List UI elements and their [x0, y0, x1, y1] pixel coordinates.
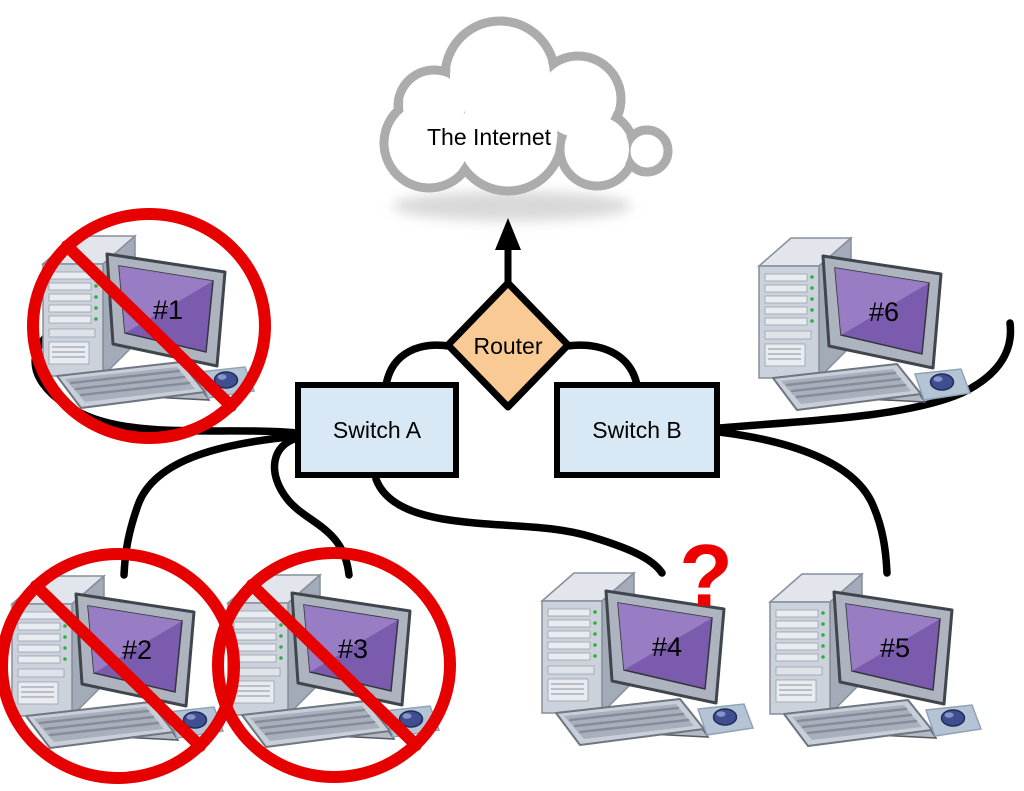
switch-b-label: Switch B: [592, 417, 681, 443]
switch-a-node: Switch A: [295, 382, 459, 478]
cable-switch-b-pc6: [715, 319, 1015, 432]
computer-1-label: #1: [153, 295, 183, 325]
blocked-marker-pc3: [212, 547, 456, 783]
computer-6-label: #6: [869, 297, 899, 327]
computer-4-label: #4: [652, 632, 682, 662]
switch-b-box: [554, 382, 720, 478]
computer-6: #6: [757, 236, 972, 412]
arrow-to-internet-icon: [495, 218, 521, 282]
cloud-shadow: [392, 191, 632, 221]
cloud-fill: [389, 26, 663, 186]
computer-3: #3: [226, 573, 441, 749]
switch-a-box: [295, 382, 459, 478]
computer-5: #5: [768, 572, 983, 748]
cable-switch-a-dangling-pc4: [372, 475, 666, 577]
blocked-marker-pc2: [0, 548, 240, 784]
computer-4: #4: [540, 571, 755, 747]
router-diamond: [444, 279, 572, 411]
cable-switch-b-pc5: [715, 428, 891, 577]
computer-3-label: #3: [338, 634, 368, 664]
switch-b-node: Switch B: [554, 382, 720, 478]
computer-5-label: #5: [880, 633, 910, 663]
cloud-label: The Internet: [427, 124, 552, 150]
prohibition-slash-icon: [30, 580, 206, 752]
cable-router-switch-b: [563, 341, 641, 389]
router-label: Router: [473, 333, 542, 359]
computer-1: #1: [41, 234, 256, 410]
prohibition-slash-icon: [246, 579, 422, 751]
router-node: Router: [444, 279, 572, 411]
cable-switch-a-pc3: [270, 434, 353, 579]
blocked-marker-pc1: [27, 208, 271, 444]
question-mark: ?: [679, 526, 733, 625]
computer-2: #2: [10, 574, 225, 750]
switch-a-label: Switch A: [333, 417, 422, 443]
prohibition-circle-icon: [0, 548, 240, 784]
internet-cloud: The Internet: [379, 16, 673, 221]
prohibition-circle-icon: [212, 547, 456, 783]
computer-2-label: #2: [122, 635, 152, 665]
prohibition-slash-icon: [61, 240, 237, 412]
cable-router-switch-a: [382, 341, 453, 389]
prohibition-circle-icon: [27, 208, 271, 444]
